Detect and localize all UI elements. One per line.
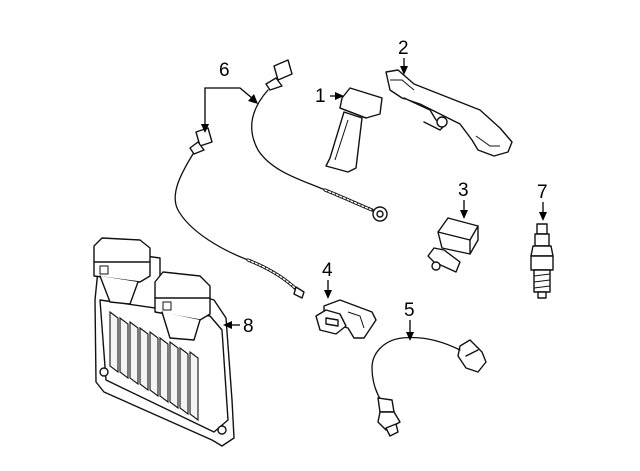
callout-8: 8 [223,316,254,337]
callout-1: 1 [315,86,344,107]
callout-5-label: 5 [404,300,415,321]
callout-3-label: 3 [458,180,469,201]
callout-1-label: 1 [315,86,326,107]
callout-3: 3 [458,180,469,219]
callout-2: 2 [398,38,409,75]
callout-7: 7 [537,182,548,221]
spark-plug-icon[interactable] [530,223,554,299]
callout-4: 4 [322,260,333,299]
knock-sensor-wire-icon[interactable] [174,59,388,299]
engine-control-module-icon[interactable] [93,237,235,447]
callout-4-label: 4 [322,260,333,281]
callout-7-label: 7 [537,182,548,203]
callout-6: 6 [201,60,258,133]
wiring-bracket-icon[interactable] [385,69,513,157]
ignition-coil-icon[interactable] [325,87,383,173]
sensor-connector-icon[interactable] [315,299,377,339]
callout-6-label: 6 [219,60,230,81]
callout-8-label: 8 [243,316,254,337]
callout-5: 5 [404,300,415,341]
callout-2-label: 2 [398,38,409,59]
sensor-icon[interactable] [427,217,479,273]
oxygen-sensor-icon[interactable] [371,336,487,437]
